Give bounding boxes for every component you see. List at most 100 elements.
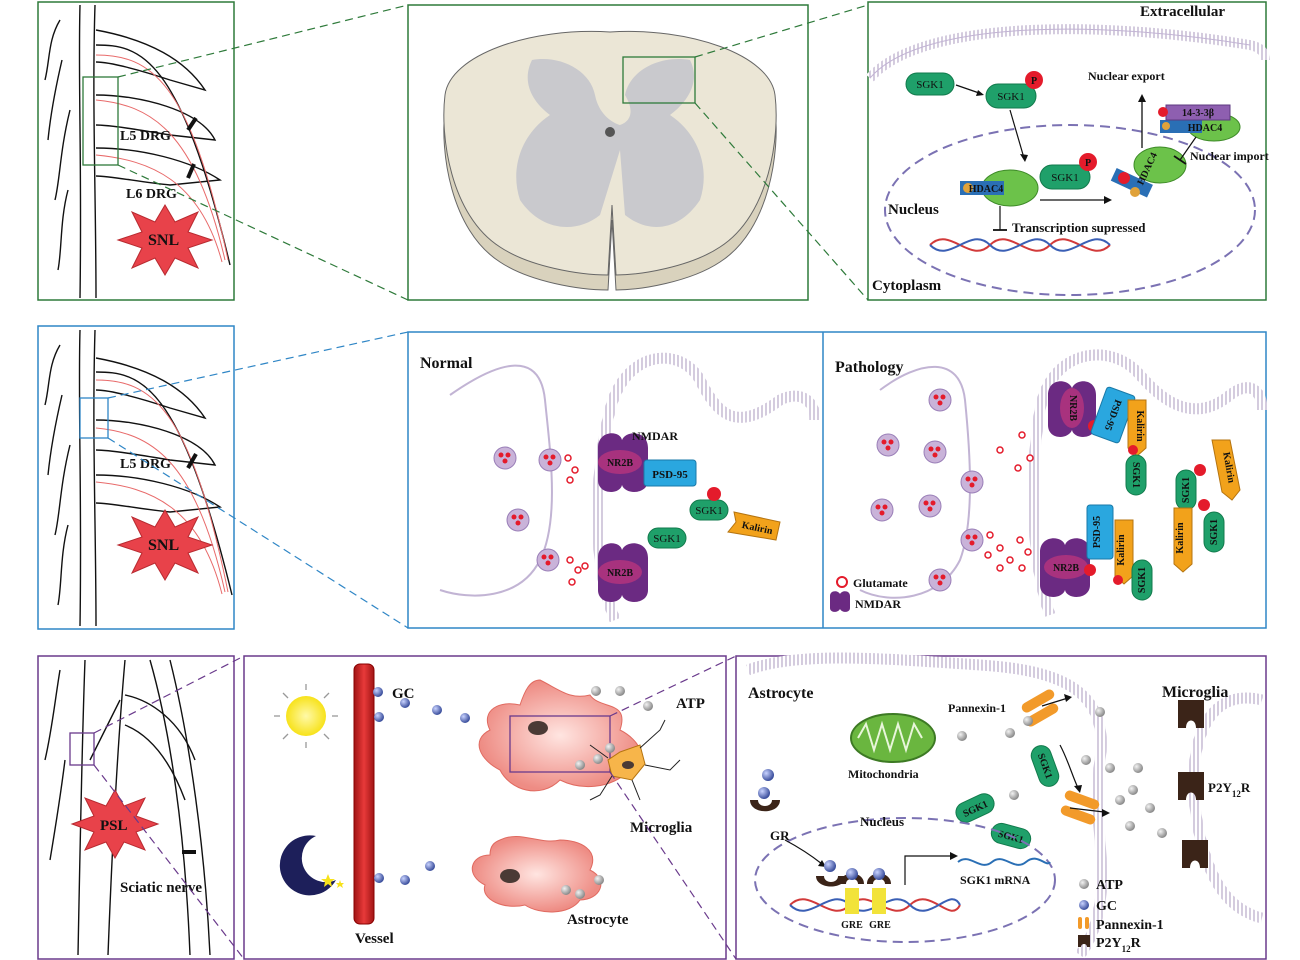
- svg-text:SGK1: SGK1: [1051, 172, 1079, 184]
- psd95-box: PSD-95: [1086, 504, 1114, 560]
- svg-text:NMDAR: NMDAR: [855, 597, 901, 611]
- atp-label: ATP: [676, 696, 705, 712]
- postsynaptic-membrane: [1027, 349, 1268, 617]
- pathology-label: Pathology: [835, 359, 903, 376]
- svg-text:NR2B: NR2B: [607, 568, 633, 579]
- psd95-box: PSD-95: [643, 459, 697, 487]
- svg-text:SGK1: SGK1: [695, 505, 723, 517]
- nuclear-import-label: Nuclear import: [1190, 149, 1269, 163]
- snl-label: SNL: [148, 232, 179, 249]
- glutamate-dots: [984, 431, 1034, 572]
- atp-molecules: [561, 686, 653, 899]
- sciatic-nerve-label: Sciatic nerve: [120, 880, 202, 896]
- legend-p2y12r: P2Y12R: [1078, 935, 1142, 954]
- snl-star: [116, 204, 214, 276]
- sgk1-pill: SGK1: [905, 72, 955, 96]
- nuclear-export-label: Nuclear export: [1088, 69, 1165, 83]
- svg-text:HDAC4: HDAC4: [1188, 123, 1222, 134]
- zoom-line: [93, 655, 245, 734]
- blood-vessel: [353, 663, 375, 925]
- nucleus-envelope: [884, 124, 1256, 296]
- spine-nerves: [95, 379, 229, 595]
- svg-text:SGK1: SGK1: [1209, 519, 1220, 545]
- arrow-head: [1020, 154, 1028, 162]
- vessel-label: Vessel: [355, 931, 394, 947]
- gc-gr-complex: [750, 769, 780, 812]
- legend-atp: ATP: [1079, 878, 1123, 893]
- arrow-head: [976, 90, 984, 96]
- sgk1-pill: SGK1: [647, 527, 687, 549]
- inhibit-line: [1179, 136, 1197, 161]
- sgk1-pill: SGK1: [1125, 454, 1147, 496]
- gre-site: GRE: [840, 868, 864, 931]
- spine-nerves: [95, 54, 229, 263]
- hdac4-nuclear: HDAC4: [960, 169, 1039, 207]
- vesicles: [870, 388, 984, 592]
- svg-text:P: P: [1085, 158, 1091, 169]
- svg-text:Kalirin: Kalirin: [1134, 410, 1145, 442]
- arrow-head: [1104, 196, 1112, 204]
- row3-zoom-box: [69, 732, 95, 766]
- svg-text:Kalirin: Kalirin: [1116, 534, 1127, 566]
- svg-text:SGK1: SGK1: [997, 91, 1025, 103]
- p2y12r-label: P2Y12R: [1208, 780, 1251, 799]
- gre-site: GRE: [867, 868, 891, 931]
- atp-molecules: [957, 707, 1167, 838]
- zoom-line: [93, 764, 245, 960]
- legend-gc: GC: [1079, 899, 1117, 914]
- cord-zoom-box: [622, 56, 696, 104]
- legend-nmdar: NMDAR: [830, 591, 901, 612]
- sgk1-pill: SGK1: [1203, 511, 1225, 553]
- sgk1-mrna-label: SGK1 mRNA: [960, 873, 1031, 887]
- svg-text:SGK1: SGK1: [653, 533, 681, 545]
- ligation-mark: [186, 453, 198, 469]
- kalirin-tag: Kalirin: [1173, 499, 1210, 573]
- hdac4-1433-complex: HDAC4 14-3-3β: [1158, 104, 1241, 142]
- ligation-mark: [186, 116, 198, 132]
- gc-label: GC: [392, 686, 415, 702]
- gc-gr-free: [816, 860, 846, 887]
- moon-icon: [279, 835, 344, 896]
- svg-text:NR2B: NR2B: [607, 458, 633, 469]
- mitochondria-label: Mitochondria: [848, 767, 919, 781]
- psd95-box: PSD-95: [1090, 386, 1136, 444]
- nucleus-envelope: [754, 817, 1056, 943]
- microglia-panel-label: Microglia: [1162, 684, 1228, 701]
- microglia-label: Microglia: [630, 820, 693, 836]
- l6-drg-label: L6 DRG: [126, 187, 177, 202]
- row2-zoom-box: [79, 397, 109, 439]
- inhibit-bar: [1173, 155, 1187, 165]
- nmdar-label: NMDAR: [632, 429, 678, 443]
- pannexin-channel: [1021, 689, 1059, 727]
- arrow: [784, 839, 823, 865]
- zoom-line: [117, 164, 409, 301]
- zoom-line: [609, 655, 737, 717]
- arrow-head: [1102, 809, 1110, 817]
- sgk1-pill: SGK1: [1131, 559, 1153, 601]
- row3: PSL Sciatic nerve Vessel GC: [37, 652, 1267, 960]
- arrow-head: [950, 852, 958, 860]
- mitochondria-icon: [850, 713, 936, 763]
- svg-text:PSD-95: PSD-95: [1092, 516, 1103, 548]
- l5-drg-label: L5 DRG: [120, 129, 171, 144]
- kalirin-tag: Kalirin: [1113, 519, 1134, 585]
- svg-text:SGK1: SGK1: [1137, 567, 1148, 593]
- sgk1-pill: SGK1: [955, 793, 995, 823]
- svg-text:P2Y12R: P2Y12R: [1096, 936, 1142, 954]
- postsynaptic-membrane: [592, 352, 821, 623]
- nucleus-label: Nucleus: [888, 202, 939, 218]
- kalirin-tag: Kalirin: [1211, 439, 1241, 501]
- cytoplasm-label: Cytoplasm: [872, 278, 942, 294]
- nucleus-label: Nucleus: [860, 814, 904, 829]
- svg-text:GC: GC: [1096, 899, 1117, 914]
- sgk1-pill: SGK1: [1030, 745, 1060, 787]
- dna-helix: [929, 238, 1111, 252]
- arrow-head: [1064, 694, 1072, 702]
- kalirin-tag: Kalirin: [1127, 399, 1147, 457]
- svg-text:HDAC4: HDAC4: [969, 184, 1003, 195]
- svg-text:P: P: [1031, 76, 1037, 87]
- spinal-cord-section: [443, 30, 777, 291]
- pannexin-channel: [1060, 790, 1100, 825]
- zoom-line: [117, 4, 409, 78]
